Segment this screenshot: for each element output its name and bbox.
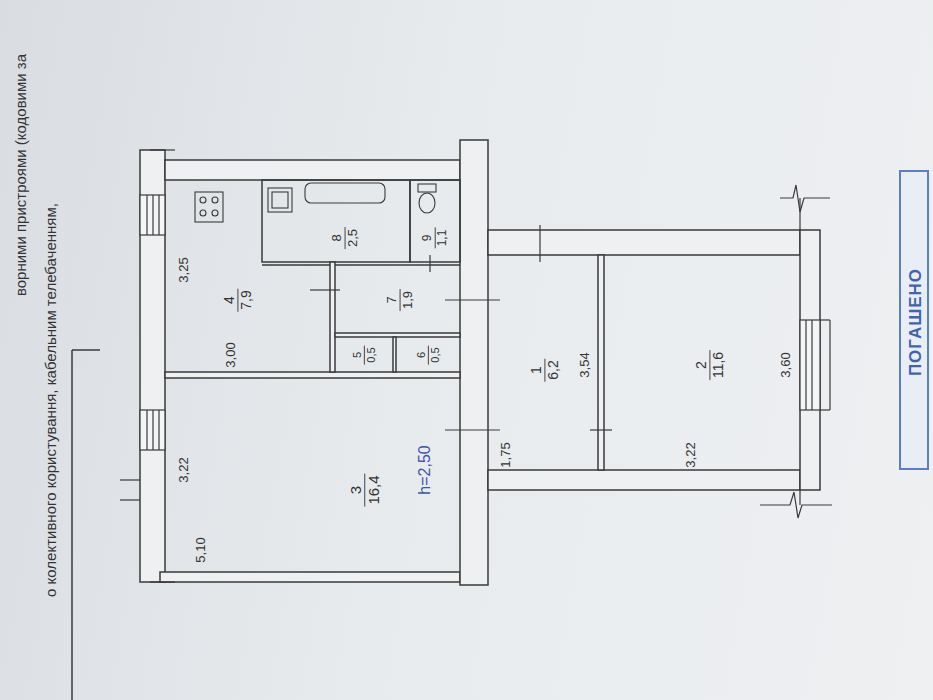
door-mark [445, 299, 500, 300]
room-label: 211,6 [693, 350, 726, 380]
room-number: 1 [528, 364, 544, 376]
room-area: 1,9 [400, 289, 416, 311]
room-number: 7 [385, 294, 400, 305]
room-number: 4 [221, 294, 237, 306]
partition [393, 337, 396, 372]
door-mark [310, 289, 340, 290]
room-number: 3 [347, 484, 364, 496]
room-label: 16,2 [528, 358, 561, 381]
dimension: 3,25 [176, 257, 191, 282]
room-number: 2 [693, 359, 709, 371]
window [140, 195, 165, 235]
room: 211,6 [604, 255, 800, 470]
door-mark [539, 225, 540, 262]
exterior-wall [165, 160, 460, 180]
form-text: ворними пристроями (кодовими за [12, 54, 29, 296]
window [800, 320, 820, 410]
room-number: ПОГАШЕНО [906, 266, 926, 378]
margin-line [72, 349, 100, 351]
stove-symbol [195, 192, 223, 222]
room-area: 7,9 [238, 288, 255, 311]
bathtub-symbol [305, 183, 385, 203]
sink-symbol [268, 188, 292, 212]
room-area: 6,2 [545, 358, 562, 381]
door-mark [445, 429, 500, 430]
room-area: 0,5 [428, 345, 442, 364]
break-line [780, 185, 830, 212]
bearing-wall [460, 140, 488, 585]
dimension: 1,75 [498, 442, 513, 467]
room-number: 6 [415, 350, 428, 360]
bathroom: 82,5 [262, 205, 410, 262]
room-label: 47,9 [221, 288, 254, 311]
break-line [799, 490, 800, 505]
ceiling-height: h=2,50 [416, 445, 434, 494]
living-room: 316,4 [165, 378, 460, 572]
form-text: о колективного користування, кабельним т… [42, 203, 59, 597]
room-label: 71,9 [385, 289, 416, 311]
hallway: 71,9 [335, 266, 460, 333]
closet: 50,5 [335, 337, 393, 372]
partition [410, 180, 460, 262]
break-line [799, 198, 800, 230]
room-label: 50,5 [351, 345, 377, 364]
door-mark [429, 255, 430, 272]
room-label: 91,1 [421, 228, 450, 249]
exterior-wall [488, 470, 800, 490]
partition [330, 262, 335, 372]
room-number: 9 [421, 233, 435, 244]
room-area: 2,5 [345, 227, 361, 249]
room-area: 0,5 [364, 345, 378, 364]
room-number: 8 [330, 232, 345, 243]
dimension: 3,00 [223, 342, 238, 367]
dimension: 3,22 [683, 442, 698, 467]
cancel-stamp: ПОГАШЕНО [899, 170, 929, 470]
exterior-wall [160, 572, 460, 582]
margin-line [71, 350, 73, 700]
room-area: 11,6 [710, 350, 727, 380]
partition [598, 255, 604, 470]
room-number: 5 [351, 350, 364, 360]
window [140, 410, 165, 450]
partition [335, 333, 460, 337]
dimension: 5,10 [193, 537, 208, 562]
door-mark [590, 429, 612, 430]
break-line [760, 492, 832, 518]
partition [262, 180, 410, 262]
room-label: 316,4 [347, 473, 383, 506]
room-label: 82,5 [330, 227, 361, 249]
exterior-wall [140, 150, 165, 582]
dimension: 3,60 [778, 352, 793, 377]
exterior-wall [488, 230, 800, 255]
room-label: ПОГАШЕНО [906, 266, 926, 378]
closet: 60,5 [396, 337, 460, 372]
exterior-wall [800, 230, 820, 490]
dimension: 3,54 [577, 352, 592, 377]
dimension: 3,22 [176, 457, 191, 482]
toilet: 91,1 [410, 214, 460, 262]
room-label: 60,5 [415, 345, 441, 364]
partition [165, 372, 460, 378]
room-area: 16,4 [365, 473, 383, 506]
room-area: 1,1 [435, 228, 450, 249]
toilet-symbol [418, 184, 436, 192]
